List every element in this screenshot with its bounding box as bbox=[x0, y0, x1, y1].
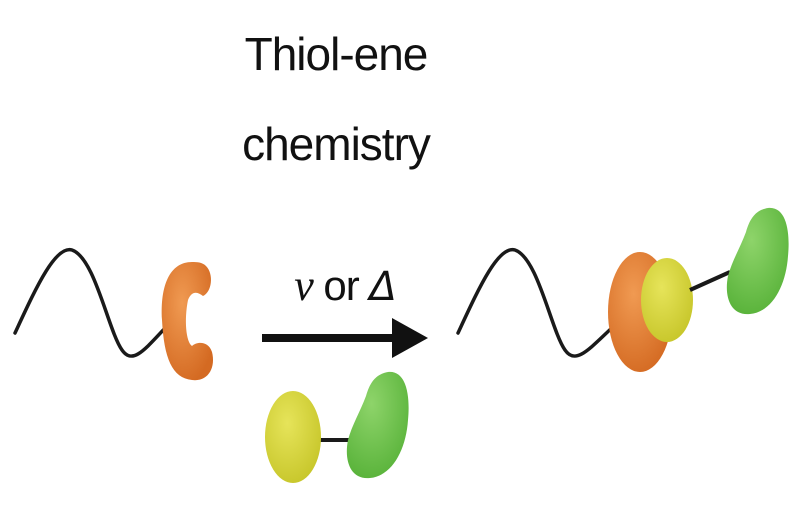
product-linker bbox=[689, 270, 731, 292]
reaction-conditions: ν or Δ bbox=[270, 262, 420, 311]
title-line-1: Thiol-ene bbox=[244, 28, 429, 80]
reagent-green-unit bbox=[346, 371, 409, 479]
condition-nu: ν bbox=[294, 261, 314, 310]
reaction-arrow bbox=[262, 318, 428, 358]
reactant-polymer bbox=[13, 248, 214, 381]
title-line-2: chemistry bbox=[242, 118, 431, 170]
product-chain-line bbox=[456, 248, 617, 358]
reactant-chain-line bbox=[13, 248, 170, 358]
condition-or: or bbox=[323, 262, 359, 309]
reactant-orange-c-unit bbox=[161, 262, 214, 381]
condition-delta: Δ bbox=[369, 264, 396, 310]
reagent-yellow-unit bbox=[265, 391, 321, 483]
product-green-unit bbox=[726, 207, 789, 315]
product-yellow-unit bbox=[641, 258, 693, 342]
thiol-ene-reagent bbox=[265, 371, 409, 483]
product-polymer bbox=[456, 207, 789, 372]
